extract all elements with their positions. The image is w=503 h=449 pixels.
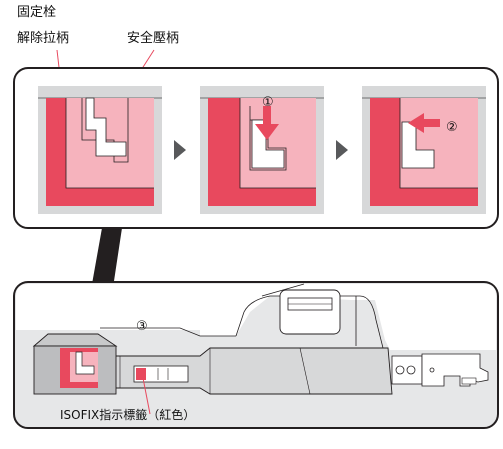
panel-step-1: [200, 86, 324, 214]
step-arrow-2: [336, 140, 348, 160]
isofix-indicator-window: [133, 365, 189, 383]
base-housing: [32, 333, 118, 395]
indicator-leader-line: [142, 377, 151, 415]
isofix-connector: [391, 353, 489, 387]
panel-step-2: [362, 86, 486, 214]
safety-handle-label: 安全壓柄: [127, 31, 180, 46]
isofix-arm: [99, 347, 393, 395]
step-1-number: ①: [262, 95, 274, 110]
seat-shell: [16, 284, 496, 350]
isofix-indicator-red: [136, 368, 146, 380]
seat-handle: [279, 289, 341, 335]
step-arrow-1: [174, 140, 186, 160]
step-3-number: ③: [136, 319, 148, 334]
release-handle-label-line2: 解除拉柄: [17, 31, 70, 46]
release-handle-label-line1: 固定栓: [17, 5, 57, 20]
push-down-arrow: [255, 106, 279, 140]
isofix-indicator-label: ISOFIX指示標籤（紅色）: [60, 407, 195, 422]
pull-left-arrow: [408, 113, 440, 133]
panel-step-initial: [38, 86, 162, 214]
step-2-number: ②: [446, 120, 458, 135]
